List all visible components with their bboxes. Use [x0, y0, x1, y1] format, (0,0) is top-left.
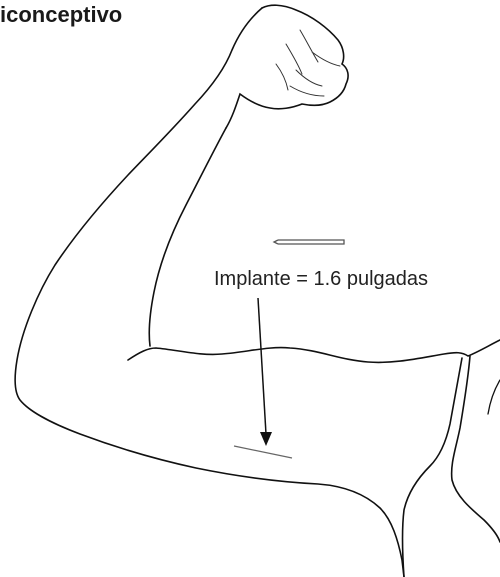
chest-contour: [488, 380, 500, 414]
implant-label: Implante = 1.6 pulgadas: [214, 268, 428, 291]
biceps-outline: [128, 340, 500, 362]
implant-site-line: [234, 446, 292, 458]
armpit-line-right: [452, 356, 500, 542]
armpit-line-left: [403, 358, 463, 577]
implant-reference: [274, 240, 344, 244]
fist-outline: [226, 5, 348, 128]
arm-outer-outline: [15, 8, 404, 577]
pointer-arrow: [258, 298, 272, 446]
page-title: iconceptivo: [0, 2, 122, 28]
inner-arm-outline: [149, 128, 226, 346]
knuckle-lines: [276, 30, 340, 96]
